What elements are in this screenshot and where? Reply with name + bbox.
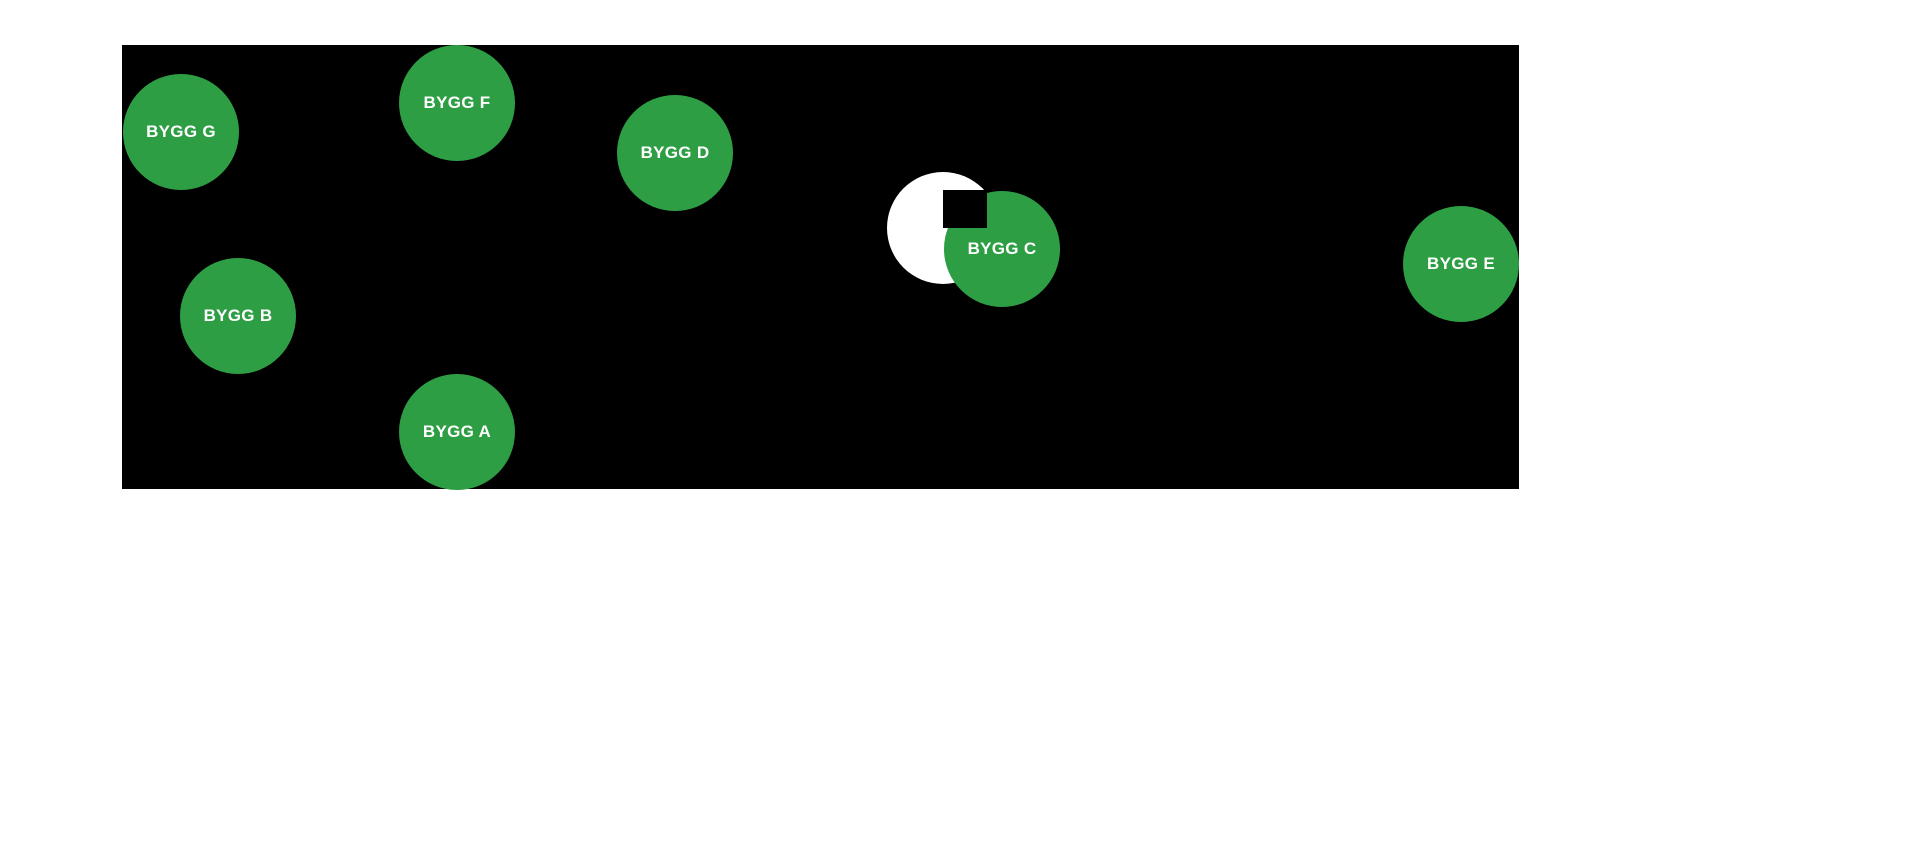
node-label: BYGG C [967,239,1037,258]
black-notch [943,190,987,228]
node-bygg-a[interactable]: BYGG A [399,374,515,490]
node-label: BYGG G [146,122,216,141]
node-bygg-g[interactable]: BYGG G [123,74,239,190]
map-canvas[interactable]: BYGG G BYGG F BYGG D BYGG C BYGG E BYGG … [122,45,1519,490]
node-bygg-d[interactable]: BYGG D [617,95,733,211]
node-bygg-b[interactable]: BYGG B [180,258,296,374]
node-label: BYGG A [422,422,492,441]
node-label: BYGG E [1427,254,1495,273]
node-label: BYGG B [203,306,273,325]
node-label: BYGG F [423,93,491,112]
node-bygg-e[interactable]: BYGG E [1403,206,1519,322]
node-bygg-f[interactable]: BYGG F [399,45,515,161]
node-label: BYGG D [640,143,710,162]
